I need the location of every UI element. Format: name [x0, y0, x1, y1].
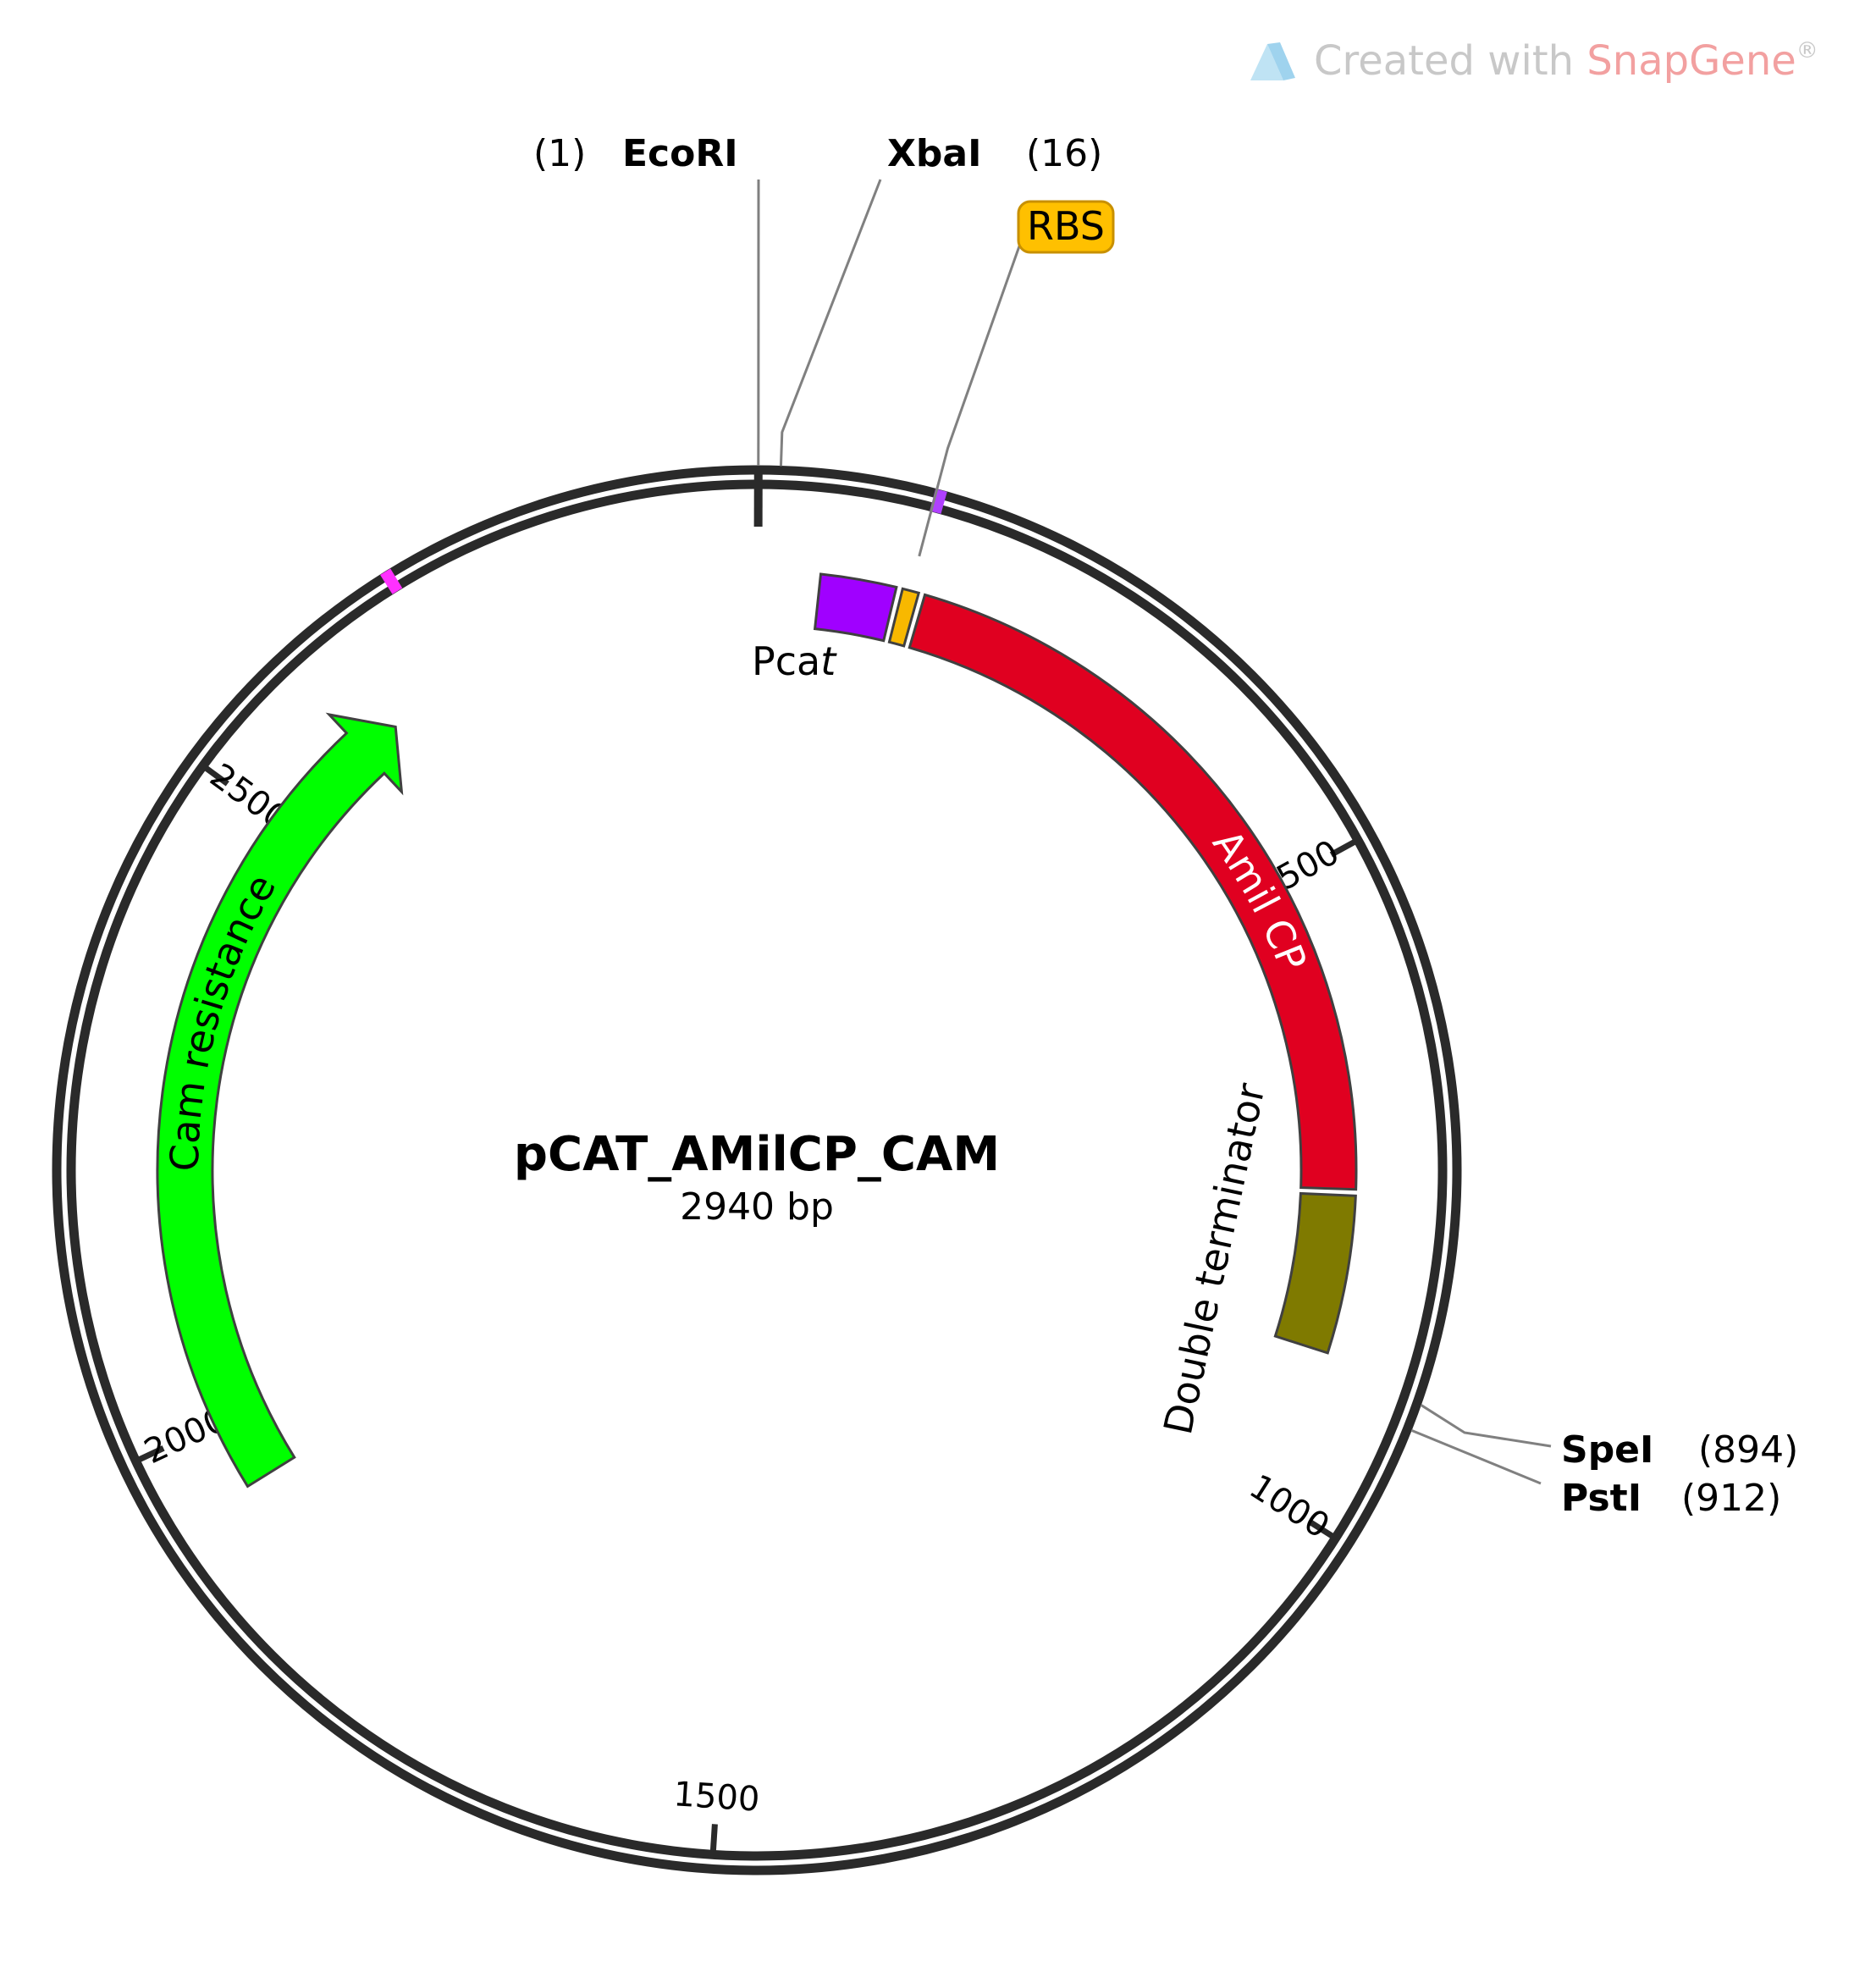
watermark-prefix: Created with	[1314, 37, 1586, 85]
backbone-mark-2	[380, 568, 403, 594]
plasmid-size: 2940 bp	[680, 1185, 834, 1229]
svg-text:Created with SnapGene®: Created with SnapGene®	[1314, 37, 1818, 85]
feature-amil-cp[interactable]	[908, 593, 1358, 1191]
tick-500	[1329, 838, 1357, 858]
feature-cam-resistance[interactable]	[156, 712, 404, 1489]
features	[156, 572, 1358, 1489]
site-psti-position: (912)	[1681, 1477, 1781, 1520]
tick-2000	[137, 1445, 165, 1463]
site-psti-name: PstI	[1561, 1477, 1642, 1520]
spei-leader	[1420, 1404, 1552, 1448]
site-ecori-position: (1)	[533, 132, 586, 175]
site-leader-lines	[753, 179, 1552, 1485]
watermark-brand: SnapGene	[1586, 37, 1796, 85]
site-spei-name: SpeI	[1561, 1428, 1653, 1472]
feature-rbs[interactable]	[887, 587, 921, 648]
site-xbai-name: XbaI	[887, 132, 981, 175]
tick-1000	[1308, 1519, 1335, 1539]
pcat-label: Pcat	[752, 638, 837, 684]
rbs-label: RBS	[1027, 203, 1105, 249]
rbs-label-badge: RBS	[1017, 200, 1115, 254]
double-terminator-label: Double terminator	[1155, 1080, 1274, 1439]
tick-label-1000: 1000	[1243, 1467, 1337, 1546]
site-spei-position: (894)	[1698, 1428, 1798, 1472]
tick-label-1500: 1500	[672, 1775, 761, 1819]
watermark: Created with SnapGene®	[1250, 37, 1818, 85]
feature-pcat[interactable]	[813, 572, 898, 643]
rbs-leader	[918, 243, 1022, 557]
xbai-leader	[779, 179, 882, 467]
site-xbai-position: (16)	[1026, 132, 1102, 175]
feature-double-terminator[interactable]	[1273, 1191, 1357, 1355]
backbone-mark-1	[930, 489, 947, 514]
snapgene-logo-icon	[1250, 42, 1295, 80]
site-labels: (1) EcoRI XbaI (16) SpeI (894) PstI (912…	[533, 132, 1798, 1520]
plasmid-name: pCAT_AMilCP_CAM	[514, 1127, 1000, 1182]
tick-1500	[709, 1824, 718, 1852]
psti-leader	[1410, 1428, 1542, 1485]
site-ecori-name: EcoRI	[622, 132, 738, 175]
watermark-mark: ®	[1796, 38, 1818, 64]
tick-2500	[203, 765, 229, 787]
